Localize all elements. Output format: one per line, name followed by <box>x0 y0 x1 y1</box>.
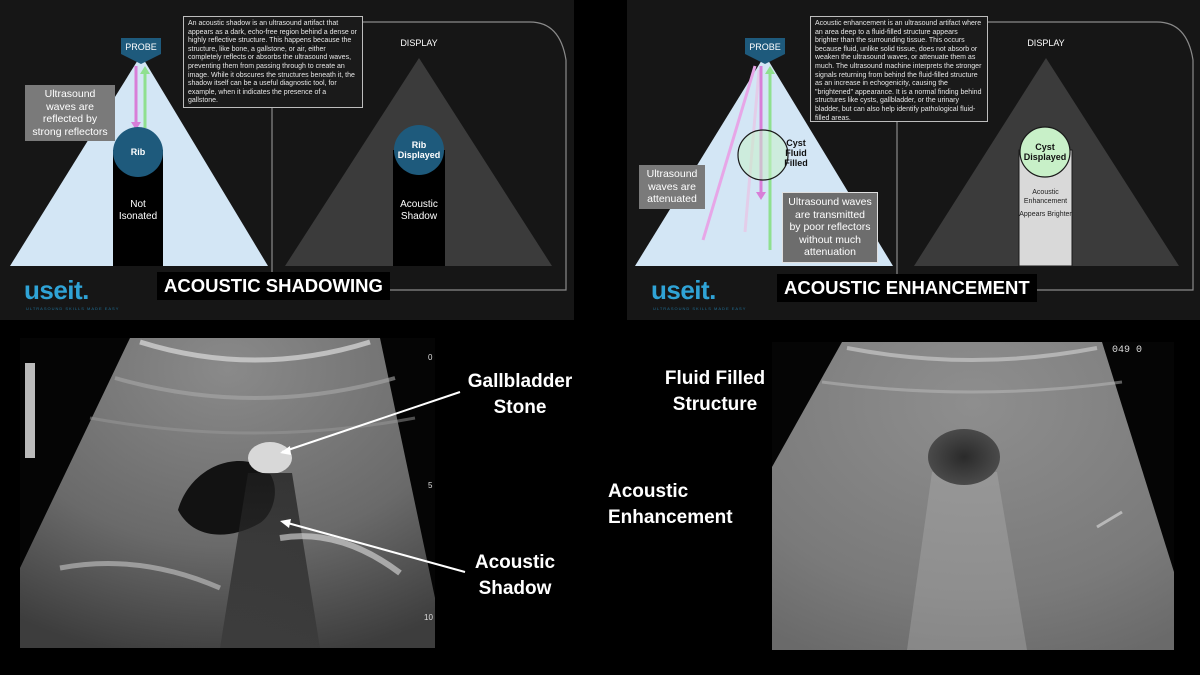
fluid-filled-structure-label: Fluid Filled Structure <box>664 368 766 415</box>
attenuated-callout: Ultrasound waves are attenuated <box>639 165 705 209</box>
reflected-callout: Ultrasound waves are reflected by strong… <box>25 85 115 141</box>
depth-mark-5: 5 <box>428 481 433 490</box>
gallstone <box>248 442 292 474</box>
rib-displayed-circle <box>394 125 444 175</box>
acoustic-enhancement-label: Acoustic Enhancement <box>1023 189 1068 205</box>
probe-label: PROBE <box>749 42 781 52</box>
cyst-displayed-circle <box>1019 126 1071 178</box>
shadowing-description: An acoustic shadow is an ultrasound arti… <box>183 16 363 108</box>
acoustic-enhancement-panel: Acoustic enhancement is an ultrasound ar… <box>627 0 1200 320</box>
acoustic-enhancement-image-label: Acoustic Enhancement <box>608 481 733 528</box>
acoustic-shadow-label: Acoustic Shadow <box>400 199 438 222</box>
probe-icon <box>745 38 785 64</box>
probe-label: PROBE <box>125 42 157 52</box>
depth-mark-0: 0 <box>428 353 433 362</box>
acoustic-shadow-image-label: Acoustic Shadow <box>474 552 556 599</box>
cyst-label: Cyst Fluid Filled <box>784 138 808 168</box>
gallbladder-ultrasound-image: 0 5 10 <box>20 338 435 648</box>
cyst-displayed-label: Cyst Displayed <box>1023 142 1067 162</box>
display-label: DISPLAY <box>400 38 438 48</box>
gallbladder-ultrasound-graphic: 0 5 10 <box>20 338 435 648</box>
enhancement-title: ACOUSTIC ENHANCEMENT <box>777 274 1037 302</box>
display-frame <box>896 21 1194 291</box>
appears-brighter-label: Appears Brighter <box>1019 211 1072 218</box>
gallbladder-stone-label: Gallbladder Stone <box>467 371 573 418</box>
attenuated-wave-arrow <box>701 65 757 241</box>
depth-readout: 049 0 <box>1112 345 1142 356</box>
useit-logo-tagline: ULTRASOUND SKILLS MADE EASY <box>26 306 120 311</box>
cyst-circle <box>737 129 789 181</box>
acoustic-shadow-region <box>220 473 320 648</box>
acoustic-shadowing-panel: An acoustic shadow is an ultrasound arti… <box>0 0 574 320</box>
cyst-ultrasound-image: 049 0 <box>772 342 1174 650</box>
ultrasound-sector <box>772 342 1174 650</box>
rib-circle <box>113 127 163 177</box>
cyst-ultrasound-graphic: 049 0 <box>772 342 1174 650</box>
enhancement-description: Acoustic enhancement is an ultrasound ar… <box>810 16 988 122</box>
fluid-filled-structure <box>928 429 1000 485</box>
grayscale-bar <box>25 363 35 458</box>
rib-label: Rib <box>130 147 146 157</box>
shadowing-diagram <box>10 21 567 291</box>
shadowing-title: ACOUSTIC SHADOWING <box>157 272 390 300</box>
useit-logo: useit. <box>651 275 716 305</box>
rib-displayed-label: Rib Displayed <box>397 140 441 160</box>
useit-logo: useit. <box>24 275 89 305</box>
enhancement-region <box>907 472 1027 650</box>
probe-icon <box>121 38 161 64</box>
depth-mark-10: 10 <box>424 613 433 622</box>
useit-logo-tagline: ULTRASOUND SKILLS MADE EASY <box>653 306 747 311</box>
display-frame <box>271 21 567 291</box>
not-isonated-label: Not Isonated <box>118 199 158 222</box>
display-label: DISPLAY <box>1027 38 1065 48</box>
transmitted-callout: Ultrasound waves are transmitted by poor… <box>782 192 878 263</box>
